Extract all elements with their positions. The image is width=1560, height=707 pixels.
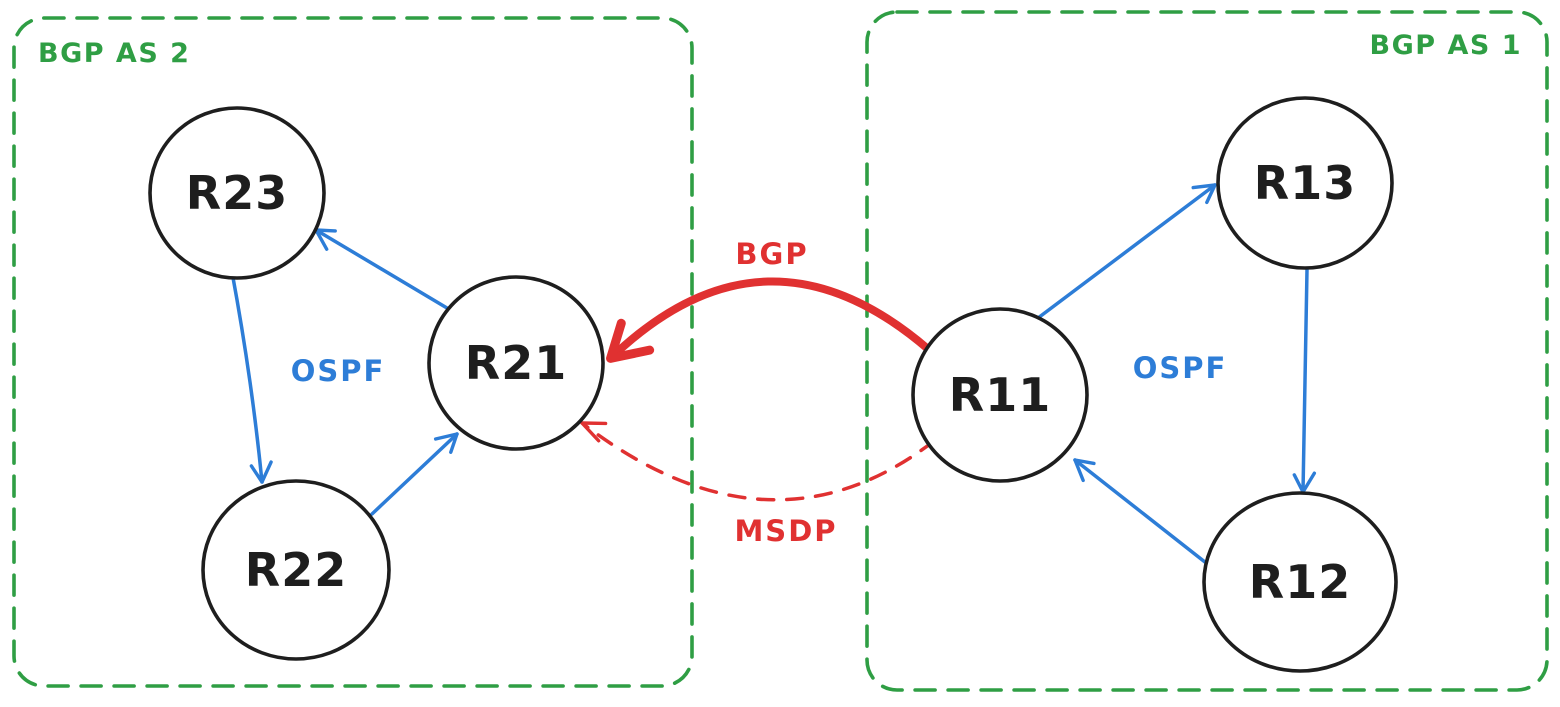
router-label-r13: R13 (1254, 156, 1356, 210)
ospf-label-as2: OSPF (291, 354, 386, 388)
ospf-link-r21-to-r23 (314, 228, 454, 313)
router-node-r11: R11 (911, 307, 1089, 483)
router-label-r23: R23 (186, 166, 288, 220)
router-circle-r23 (148, 106, 326, 280)
as2-dashed-border (12, 16, 694, 688)
ospf-link-r13-to-r12 (1292, 268, 1317, 494)
as1-dashed-border (865, 10, 1549, 692)
router-circle-r11 (911, 307, 1089, 483)
router-label-r21: R21 (465, 336, 567, 390)
router-label-r12: R12 (1249, 555, 1351, 609)
as2-group-label: BGP AS 2 (38, 38, 190, 69)
router-circle-r13 (1216, 96, 1394, 270)
ospf-link-r12-to-r11 (1073, 458, 1212, 568)
router-circle-r12 (1202, 491, 1398, 673)
router-node-r13: R13 (1216, 96, 1394, 270)
router-node-r12: R12 (1202, 491, 1398, 673)
ospf-link-r23-to-r22 (230, 270, 273, 484)
msdp-link-r11-to-r21 (580, 421, 936, 502)
ospf-link-r11-to-r13 (1036, 183, 1217, 320)
as-group-bgp-as1: BGP AS 1 (865, 10, 1549, 692)
router-label-r11: R11 (949, 368, 1051, 422)
as-group-bgp-as2: BGP AS 2 (12, 16, 694, 688)
ospf-link-r22-to-r21 (370, 432, 459, 516)
bgp-label: BGP (735, 237, 808, 271)
router-node-r22: R22 (201, 479, 391, 661)
msdp-label: MSDP (734, 514, 837, 548)
ospf-label-as1: OSPF (1133, 351, 1228, 385)
router-label-r22: R22 (245, 543, 347, 597)
router-node-r21: R21 (427, 275, 605, 451)
router-circle-r21 (427, 275, 605, 451)
router-node-r23: R23 (148, 106, 326, 280)
router-circle-r22 (201, 479, 391, 661)
bgp-link-r11-to-r21 (606, 277, 932, 363)
as1-group-label: BGP AS 1 (1370, 30, 1522, 61)
